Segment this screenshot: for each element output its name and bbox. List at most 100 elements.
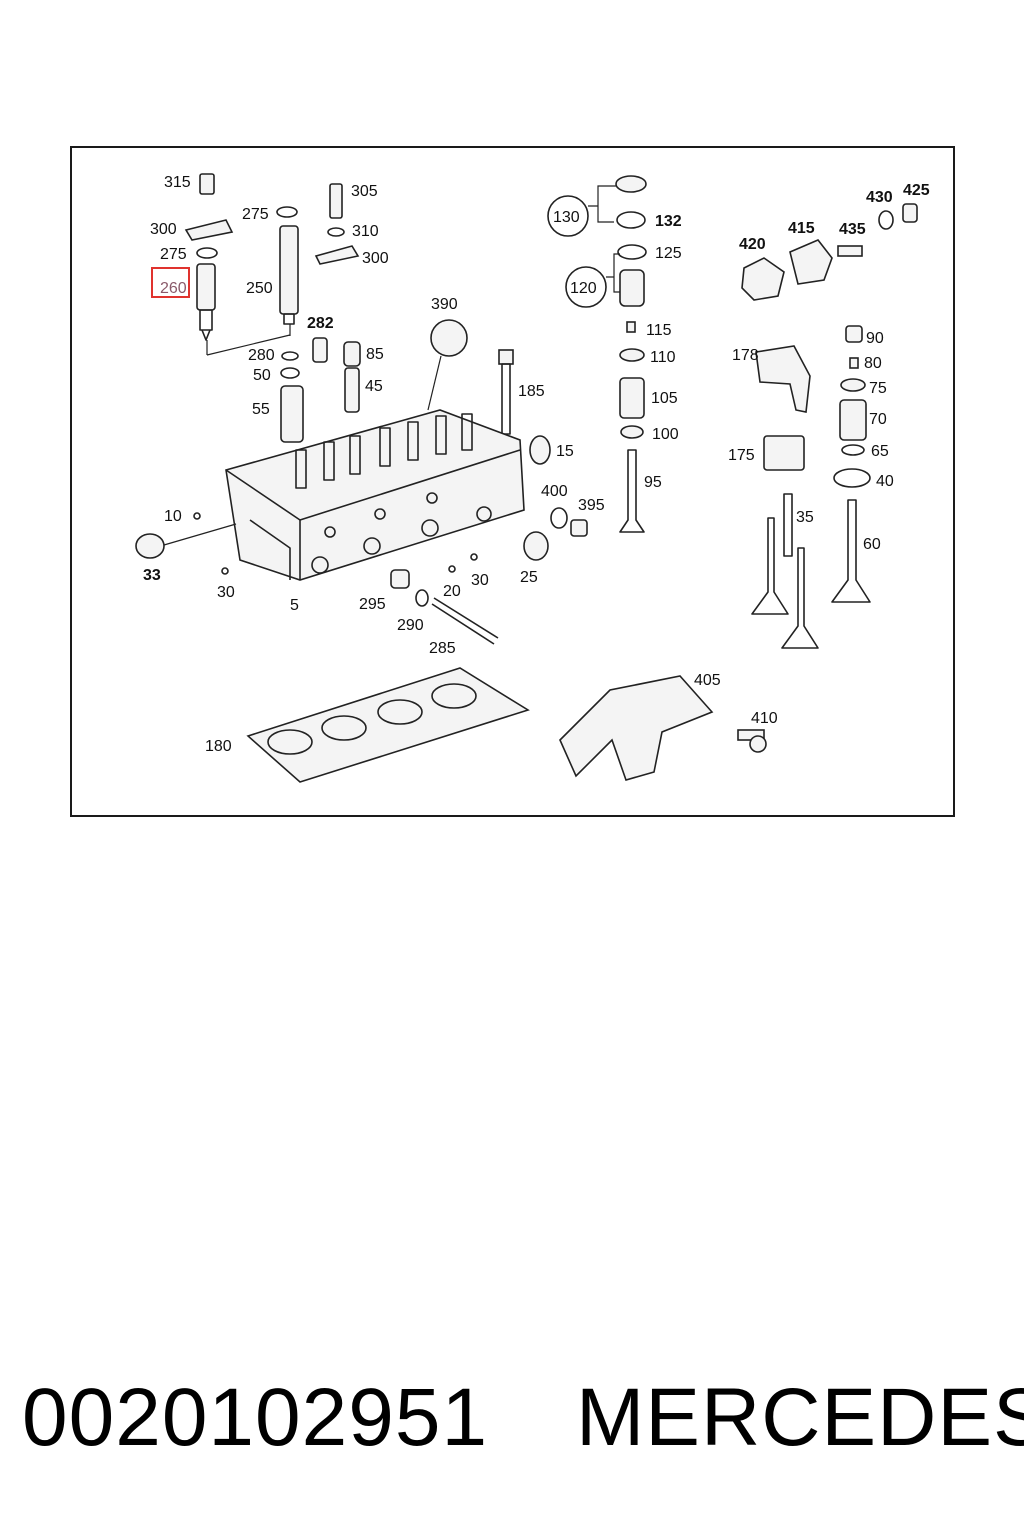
callout-420: 420 — [739, 236, 766, 253]
plug-33-drawing — [135, 533, 165, 559]
cap-90-drawing — [845, 325, 863, 343]
guide-45-drawing — [344, 367, 360, 413]
callout-10: 10 — [164, 508, 182, 525]
valve-95-drawing — [619, 449, 645, 533]
callout-405: 405 — [694, 672, 721, 689]
group-130-circle — [547, 195, 589, 237]
callout-95: 95 — [644, 474, 662, 491]
callout-185: 185 — [518, 383, 545, 400]
spring-105-drawing — [619, 377, 645, 419]
cylinder-head-5-drawing — [225, 409, 525, 581]
plug-395-drawing — [570, 519, 588, 537]
callout-65: 65 — [871, 443, 889, 460]
ring-125-drawing — [617, 244, 647, 260]
callout-290: 290 — [397, 617, 424, 634]
callout-275: 275 — [242, 206, 269, 223]
callout-315: 315 — [164, 174, 191, 191]
callout-labels: 315 305 300 275 310 275 300 260 250 282 … — [143, 174, 930, 755]
bolt-435-drawing — [837, 245, 863, 257]
callout-50: 50 — [253, 367, 271, 384]
callout-40: 40 — [876, 473, 894, 490]
callout-415: 415 — [788, 220, 815, 237]
tappet-120-drawing — [619, 269, 645, 307]
clamp-300-drawing — [184, 219, 234, 241]
callout-60: 60 — [863, 536, 881, 553]
callout-425: 425 — [903, 182, 930, 199]
retainer-75-drawing — [840, 378, 866, 392]
ring-400-drawing — [550, 507, 568, 529]
rocker-178-drawing — [755, 345, 811, 413]
housing-415-drawing — [789, 239, 833, 285]
plug-15-drawing — [529, 435, 551, 465]
brand-name: MERCEDES — [576, 1372, 1024, 1463]
flange-420-drawing — [741, 257, 785, 301]
pin-30b-drawing — [470, 553, 478, 561]
pin-30-drawing — [221, 567, 229, 575]
callout-260: 260 — [160, 280, 187, 297]
injector-250-drawing — [279, 225, 299, 336]
footer: 0020102951 MERCEDES — [0, 1368, 1024, 1468]
callout-75: 75 — [869, 380, 887, 397]
callout-45: 45 — [365, 378, 383, 395]
callout-132: 132 — [655, 213, 682, 230]
valve-exhaust-drawing — [781, 547, 819, 649]
bolt-185-shank — [501, 363, 511, 435]
highlighted-callout-260[interactable]: 260 — [151, 267, 190, 298]
sleeve-282-drawing — [312, 337, 328, 363]
callout-390: 390 — [431, 296, 458, 313]
washer-280-drawing — [281, 351, 299, 361]
gasket-180-drawing — [246, 667, 530, 783]
seat-65-drawing — [841, 444, 865, 456]
injector-260-drawing — [196, 263, 291, 356]
callout-300-right: 300 — [362, 250, 389, 267]
callout-110: 110 — [650, 349, 676, 366]
screw-315-drawing — [199, 173, 215, 195]
callout-310: 310 — [352, 223, 379, 240]
callout-85: 85 — [366, 346, 384, 363]
valve-intake-drawing — [751, 517, 789, 615]
callout-33: 33 — [143, 567, 161, 584]
plug-25-drawing — [523, 531, 549, 561]
guide-85-drawing — [343, 341, 361, 367]
callout-280: 280 — [248, 347, 275, 364]
callout-130: 130 — [553, 209, 580, 226]
callout-250: 250 — [246, 280, 273, 297]
sleeve-55-drawing — [280, 385, 304, 443]
callout-30: 30 — [217, 584, 235, 601]
callout-25: 25 — [520, 569, 538, 586]
spring-70-drawing — [839, 399, 867, 441]
callout-125: 125 — [655, 245, 682, 262]
ring-40-drawing — [833, 468, 871, 488]
callout-30-right: 30 — [471, 572, 489, 589]
callout-395: 395 — [578, 497, 605, 514]
callout-275-lower: 275 — [160, 246, 187, 263]
ring-290-drawing — [415, 589, 429, 607]
callout-400: 400 — [541, 483, 568, 500]
plug-295-drawing — [390, 569, 410, 589]
pushrod-35-drawing — [783, 493, 793, 557]
washer-310-drawing — [327, 227, 345, 237]
ring-132-drawing — [616, 211, 646, 229]
pin-20-drawing — [448, 565, 456, 573]
bolt-185-head — [498, 349, 514, 365]
ring-430-drawing — [878, 210, 894, 230]
callout-410: 410 — [751, 710, 778, 727]
plug-425-drawing — [902, 203, 918, 223]
seat-100-drawing — [620, 425, 644, 439]
callout-90: 90 — [866, 330, 884, 347]
highlight-box — [151, 267, 190, 298]
callout-55: 55 — [252, 401, 270, 418]
key-115-drawing — [626, 321, 636, 333]
callout-295: 295 — [359, 596, 386, 613]
valve-60-drawing — [831, 499, 871, 603]
callout-20: 20 — [443, 583, 461, 600]
seal-275b-drawing — [276, 206, 298, 218]
part-number: 0020102951 — [22, 1372, 489, 1463]
callout-430: 430 — [866, 189, 893, 206]
pin-10-drawing — [193, 512, 201, 520]
callout-435: 435 — [839, 221, 866, 238]
cover-390-drawing — [430, 319, 468, 357]
callout-285: 285 — [429, 640, 456, 657]
callout-105: 105 — [651, 390, 678, 407]
